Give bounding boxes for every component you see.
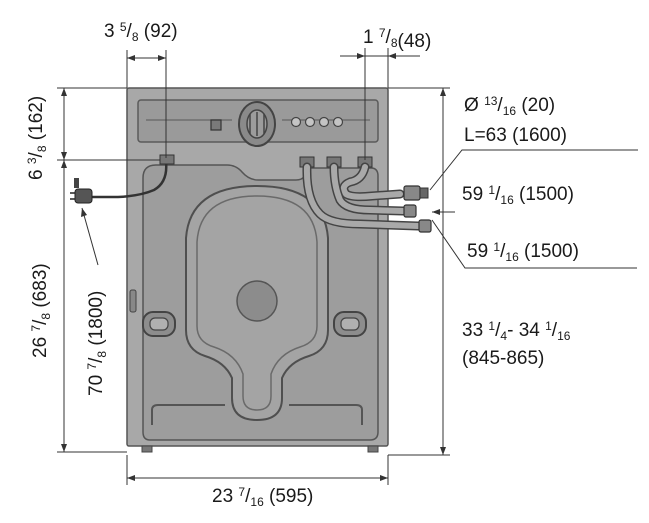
arrow-tl-right (158, 55, 166, 61)
top-vent-bars (249, 112, 265, 136)
panel-shield-inner (196, 195, 318, 411)
arrow-left-mid-down (61, 160, 67, 168)
hose-group (299, 156, 432, 233)
label-top-left: 3 5/8 (92) (104, 20, 178, 44)
label-hose-lower: 59 1/16 (1500) (467, 240, 579, 264)
left-handle-slot (149, 317, 169, 331)
label-left-upper: 6 3/8 (162) (25, 96, 49, 180)
power-cable-line (92, 161, 168, 199)
arrow-right-top (440, 88, 446, 96)
knob-3 (318, 116, 330, 128)
label-width: 23 7/16 (595) (212, 485, 313, 509)
label-left-lower: 26 7/8 (683) (29, 263, 53, 358)
hose-leader-lower (431, 219, 637, 269)
inlet-hose-1-fill (331, 164, 406, 214)
arrow-left-mid-up (61, 152, 67, 160)
drain-hose-fill (340, 164, 403, 200)
lower-ribs (151, 404, 363, 425)
arrow-width-right (380, 475, 388, 481)
right-foot (367, 445, 379, 453)
arrow-tr-right (388, 53, 396, 59)
cable-entry (159, 154, 175, 165)
label-hose-upper: 59 1/16 (1500) (462, 183, 574, 207)
hose-fitting-3 (418, 219, 432, 233)
arrow-left-bottom (61, 444, 67, 452)
hose-fitting-1b (419, 187, 429, 199)
right-handle-slot (340, 317, 360, 331)
hose-fitting-2 (403, 204, 417, 218)
arrow-tl-left (127, 55, 135, 61)
arrow-left-top (61, 88, 67, 96)
washer-body (126, 87, 389, 453)
plug-icon (70, 178, 93, 204)
hose-fitting-1 (403, 185, 421, 201)
arrowheads (61, 53, 446, 481)
label-hose-length: L=63 (1600) (464, 125, 567, 146)
top-plug (210, 119, 222, 131)
inlet-hose-2-fill (303, 164, 421, 229)
arrow-right-bottom (440, 447, 446, 455)
arrow-tr-left (357, 53, 365, 59)
left-foot (141, 445, 153, 453)
side-clip (129, 289, 137, 313)
arrow-width-left (127, 475, 135, 481)
label-height-range: 33 1/4- 34 1/16 (462, 319, 571, 343)
label-cable-length: 70 7/8 (1800) (85, 291, 109, 396)
label-hose-diameter: Ø 13/16 (20) (464, 94, 555, 118)
hose-leader-diameter (429, 149, 638, 191)
arrow-cable (81, 208, 87, 217)
knob-4 (332, 116, 344, 128)
label-height-range-metric: (845-865) (462, 348, 544, 369)
drum-hub (236, 280, 278, 322)
knob-1 (290, 116, 302, 128)
dimension-lines (57, 48, 638, 485)
label-top-right: 1 7/8(48) (363, 26, 431, 52)
knob-2 (304, 116, 316, 128)
cable-leader (81, 207, 99, 266)
arrow-hose-mid (432, 209, 440, 215)
